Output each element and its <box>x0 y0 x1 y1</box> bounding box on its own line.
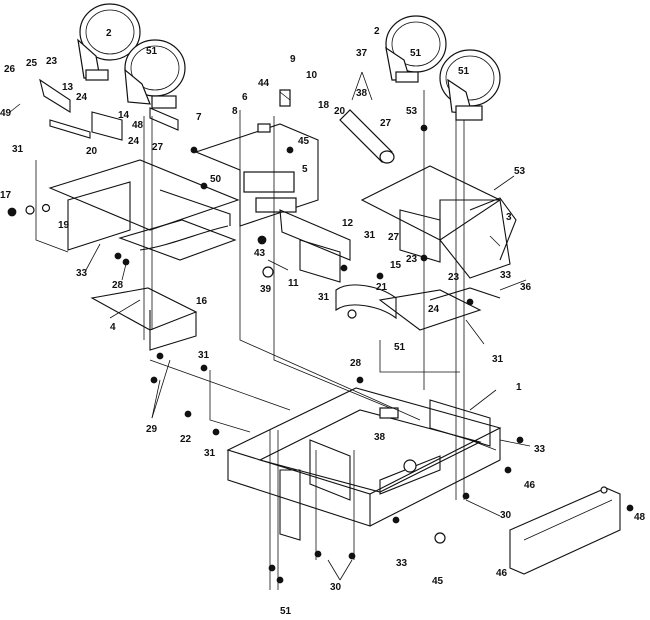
callout-32: 31 <box>364 230 376 241</box>
callout-41: 44 <box>258 78 270 89</box>
cylinder-tube <box>339 109 395 164</box>
callout-59: 53 <box>514 166 526 177</box>
hardware-fasteners <box>114 124 524 584</box>
callout-6: 6 <box>242 92 248 103</box>
callout-22: 22 <box>180 434 192 445</box>
leader-lines <box>85 71 531 581</box>
callout-51: 51 <box>458 66 470 77</box>
callout-24: 24 <box>76 92 88 103</box>
callout-16: 16 <box>196 296 208 307</box>
callout-58: 53 <box>406 106 418 117</box>
callout-11: 11 <box>288 278 299 289</box>
callout-20: 20 <box>334 106 346 117</box>
callout-2: 2 <box>374 26 380 37</box>
callout-51: 51 <box>146 46 158 57</box>
callout-23: 23 <box>46 56 58 67</box>
left-lower-plate <box>90 287 198 351</box>
callout-28: 27 <box>380 118 392 129</box>
callout-39: 39 <box>260 284 272 295</box>
callout-labels: 2 51 2 51 51 37 26 25 23 13 49 24 14 48 … <box>0 26 646 617</box>
callout-36: 36 <box>520 282 532 293</box>
callout-33: 33 <box>396 558 408 569</box>
callout-46: 48 <box>634 512 646 523</box>
callout-38: 38 <box>356 88 368 99</box>
callout-45: 46 <box>524 480 536 491</box>
callout-23: 23 <box>448 272 460 283</box>
callout-1: 1 <box>516 382 522 393</box>
callout-50: 50 <box>210 174 222 185</box>
callout-25: 24 <box>128 136 140 147</box>
callout-33: 33 <box>500 270 512 281</box>
callout-53: 51 <box>280 606 292 617</box>
callout-4: 4 <box>110 322 116 333</box>
main-chassis <box>226 387 502 541</box>
callout-32: 31 <box>198 350 210 361</box>
callout-33: 33 <box>534 444 546 455</box>
callout-32: 31 <box>204 448 216 459</box>
right-lower-brackets <box>335 272 501 331</box>
lamp-head-left-rear <box>77 3 141 81</box>
callout-17: 17 <box>0 190 12 201</box>
callout-9: 9 <box>290 54 296 65</box>
callout-3: 3 <box>506 212 512 223</box>
callout-28: 27 <box>152 142 164 153</box>
callout-32: 31 <box>318 292 330 303</box>
left-mount-brackets <box>7 78 179 217</box>
callout-38: 38 <box>374 432 386 443</box>
callout-10: 10 <box>306 70 318 81</box>
callout-43: 45 <box>432 576 444 587</box>
callout-8: 8 <box>232 106 238 117</box>
callout-23: 23 <box>406 254 418 265</box>
callout-27: 26 <box>4 64 16 75</box>
callout-32: 31 <box>12 144 24 155</box>
wiring-harness <box>35 90 465 590</box>
callout-53: 51 <box>394 342 406 353</box>
lamp-head-right-rear <box>385 15 447 83</box>
lamp-head-right-front <box>439 49 501 121</box>
lamp-head-left-front <box>124 39 186 109</box>
callout-48: 48 <box>132 120 144 131</box>
right-mount-plate <box>360 165 517 279</box>
callout-14: 14 <box>118 110 130 121</box>
callout-29: 28 <box>350 358 362 369</box>
callout-40: 43 <box>254 248 266 259</box>
center-bracket <box>194 89 351 283</box>
callout-12: 12 <box>342 218 354 229</box>
callout-20: 20 <box>86 146 98 157</box>
callout-21: 21 <box>376 282 388 293</box>
callout-42: 45 <box>298 136 310 147</box>
callout-29: 28 <box>112 280 124 291</box>
callout-31: 30 <box>500 510 512 521</box>
callout-44: 46 <box>496 568 508 579</box>
callout-15: 15 <box>390 260 402 271</box>
callout-49: 49 <box>0 108 12 119</box>
callout-5: 5 <box>302 164 308 175</box>
callout-7: 7 <box>196 112 202 123</box>
callout-37: 37 <box>356 48 368 59</box>
callout-18: 18 <box>318 100 330 111</box>
callout-19: 19 <box>58 220 70 231</box>
callout-30: 29 <box>146 424 158 435</box>
callout-51: 51 <box>410 48 422 59</box>
callout-28: 27 <box>388 232 400 243</box>
callout-24: 24 <box>428 304 440 315</box>
callout-30: 31 <box>492 354 504 365</box>
cover-plate <box>434 486 634 575</box>
callout-2: 2 <box>106 28 112 39</box>
callout-33: 33 <box>76 268 88 279</box>
left-base-plate <box>48 159 240 261</box>
callout-13: 13 <box>62 82 74 93</box>
callout-26: 25 <box>26 58 38 69</box>
callout-31: 30 <box>330 582 342 593</box>
